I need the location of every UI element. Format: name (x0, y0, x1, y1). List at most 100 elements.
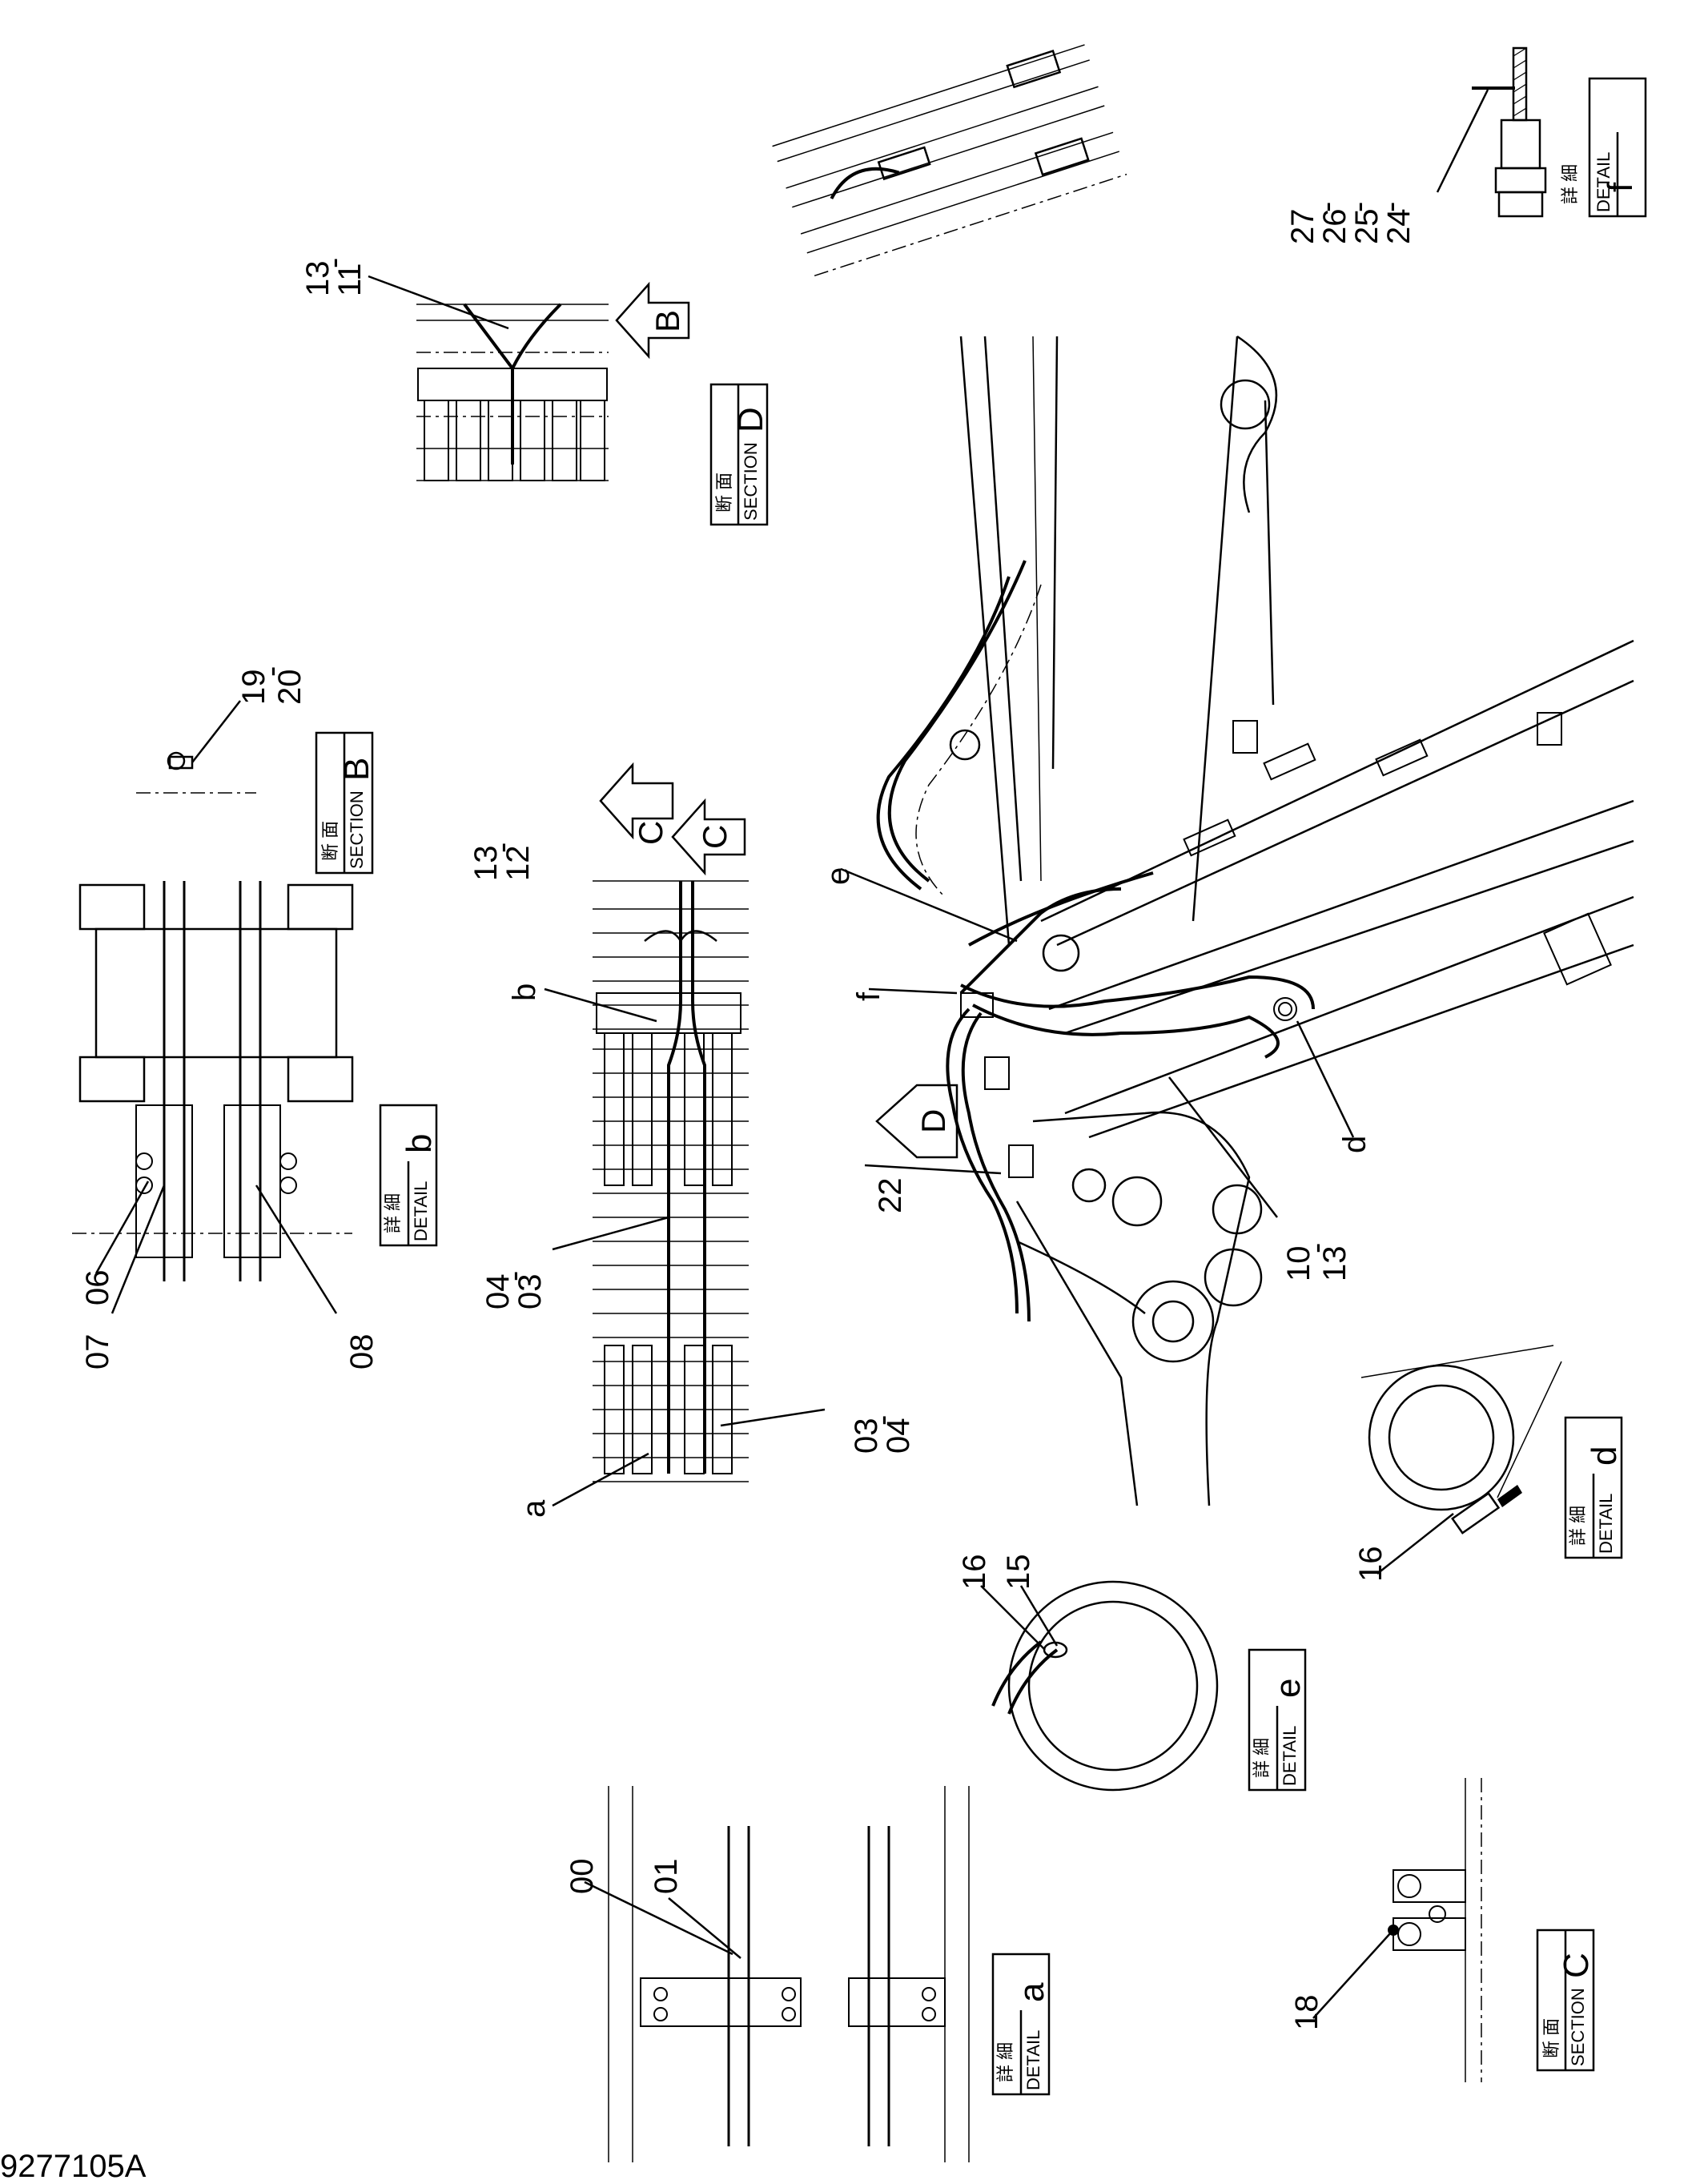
section-jp-text: 断 面 (320, 821, 340, 861)
detail-en-text: DETAIL (1280, 1726, 1300, 1786)
svg-text:13: 13 (300, 261, 336, 297)
detail-e-label: e DETAIL 詳 細 (1252, 1679, 1308, 1786)
svg-text:-: - (1299, 1243, 1334, 1253)
arrow-b-marker (615, 281, 690, 360)
section-jp-text: 断 面 (714, 473, 734, 513)
svg-text:12: 12 (500, 846, 536, 882)
svg-text:25: 25 (1349, 209, 1384, 245)
arrow-c-lower-letter: C (696, 825, 733, 849)
svg-text:-: - (254, 666, 289, 677)
section-jp-text: 断 面 (1541, 2018, 1561, 2058)
arrow-c-upper-letter: C (632, 821, 669, 845)
callout-13-12: 13 - 12 (468, 843, 536, 881)
svg-text:-: - (1341, 202, 1376, 212)
view-letter-e: e (1268, 1679, 1308, 1698)
section-c-figure (1312, 1778, 1482, 2082)
view-letter-B: B (337, 758, 376, 781)
view-letter-D: D (731, 407, 770, 432)
drawing-number: 9277105A (0, 2149, 147, 2184)
arrow-d-letter: D (914, 1109, 952, 1133)
callout-22: 22 (873, 1178, 908, 1214)
view-callout-f: f (851, 991, 886, 1001)
detail-en-text: DETAIL (1596, 1494, 1616, 1554)
callout-16-detail-e: 16 (957, 1555, 992, 1591)
view-letter-C: C (1557, 1953, 1596, 1978)
main-boom-assembly (840, 335, 1634, 1506)
detail-b-label: b DETAIL 詳 細 (383, 1134, 439, 1241)
svg-text:13: 13 (468, 846, 504, 882)
detail-jp-text: 詳 細 (995, 2042, 1015, 2082)
section-b-label-box (315, 731, 374, 875)
svg-text:27: 27 (1285, 209, 1320, 245)
detail-en-text: DETAIL (411, 1181, 431, 1241)
detail-e-figure (980, 1580, 1219, 1792)
detail-b-label-box (379, 1104, 438, 1247)
svg-text:04: 04 (480, 1274, 516, 1310)
detail-a-figure (584, 1786, 970, 2162)
svg-text:24: 24 (1381, 209, 1417, 245)
callout-15: 15 (1001, 1555, 1036, 1591)
svg-text:03: 03 (849, 1418, 884, 1454)
view-callout-d: d (1337, 1136, 1372, 1153)
svg-text:04: 04 (881, 1418, 916, 1454)
view-callout-a: a (516, 1499, 552, 1518)
detail-a-label: a DETAIL 詳 細 (995, 1982, 1051, 2090)
arrow-c-lower (671, 798, 746, 876)
detail-d-figure (1360, 1345, 1562, 1575)
arrow-c-upper (599, 762, 674, 840)
detail-f-label-box (1588, 77, 1647, 218)
section-b-figure (136, 700, 256, 794)
detail-d-label-box (1564, 1416, 1623, 1559)
hose-cutaway-top (772, 44, 1127, 277)
svg-text:-: - (484, 843, 520, 853)
svg-text:19: 19 (236, 670, 271, 706)
detail-en-text: DETAIL (1593, 152, 1614, 212)
callout-27-24: 27 - 26 - 25 - 24 (1285, 202, 1417, 244)
svg-text:-: - (1373, 202, 1409, 212)
svg-text:26: 26 (1317, 209, 1352, 245)
detail-b-figure (72, 881, 354, 1314)
view-letter-f: f (1601, 182, 1640, 192)
detail-f-label: f DETAIL 詳 細 (1560, 152, 1640, 212)
svg-text:13: 13 (1317, 1246, 1352, 1282)
section-en-text: SECTION (1568, 1988, 1588, 2066)
detail-a-label-box (991, 1953, 1051, 2096)
svg-text:-: - (496, 1271, 532, 1281)
detail-f-figure (1436, 46, 1547, 218)
detail-en-text: DETAIL (1023, 2030, 1043, 2090)
detail-d-label: d DETAIL 詳 細 (1568, 1446, 1624, 1554)
svg-text:-: - (865, 1415, 900, 1426)
callout-19-20: 19 - 20 (236, 666, 307, 705)
callout-08: 08 (344, 1334, 380, 1370)
callout-06: 06 (80, 1270, 115, 1306)
svg-text:03: 03 (512, 1274, 548, 1310)
section-d-figure (368, 275, 609, 481)
view-letter-b: b (400, 1134, 439, 1153)
section-c-label-box (1536, 1929, 1595, 2072)
detail-jp-text: 詳 細 (1252, 1738, 1272, 1778)
view-callout-e: e (821, 867, 856, 885)
svg-text:-: - (1309, 202, 1344, 212)
section-en-text: SECTION (741, 442, 761, 521)
detail-jp-text: 詳 細 (1568, 1506, 1588, 1546)
boom-hose-layout (544, 880, 826, 1507)
svg-text:11: 11 (332, 263, 368, 296)
detail-jp-text: 詳 細 (1560, 164, 1580, 204)
callout-01: 01 (649, 1859, 684, 1895)
arrow-d-marker (875, 1084, 958, 1159)
section-en-text: SECTION (347, 790, 367, 869)
detail-e-label-box (1248, 1648, 1307, 1792)
section-d-label: D SECTION 断 面 (714, 407, 770, 521)
section-d-label-box (709, 383, 769, 526)
section-c-label: C SECTION 断 面 (1541, 1953, 1596, 2066)
callout-13-11: 13 - 11 (300, 258, 368, 296)
callout-07: 07 (80, 1334, 115, 1370)
callout-03-04-lower: 03 - 04 (849, 1415, 916, 1454)
callout-16-detail-d: 16 (1353, 1546, 1389, 1583)
view-letter-a: a (1012, 1982, 1051, 2002)
callout-10-13: 10 - 13 (1281, 1243, 1352, 1281)
callout-18: 18 (1289, 1995, 1324, 2031)
view-letter-d: d (1585, 1446, 1624, 1466)
